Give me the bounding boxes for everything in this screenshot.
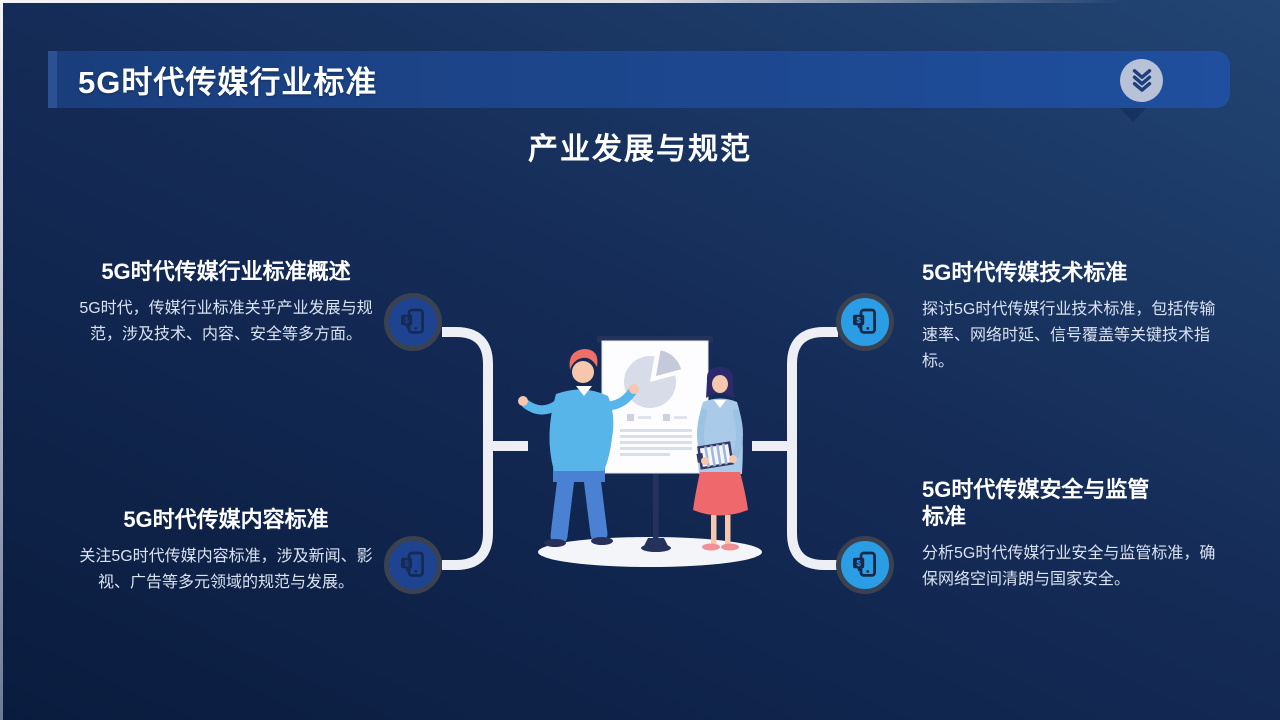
block-body: 探讨5G时代传媒行业技术标准，包括传输速率、网络时延、信号覆盖等关键技术指标。 (922, 301, 1216, 370)
mobile-dollar-icon: $ (849, 306, 881, 338)
block-body: 分析5G时代传媒行业安全与监管标准，确保网络空间清朗与国家安全。 (922, 545, 1216, 588)
chevrons-down-icon (1127, 66, 1157, 96)
mobile-dollar-icon: $ (397, 306, 429, 338)
block-title: 5G时代传媒技术标准 (922, 260, 1128, 285)
board-stand (641, 470, 671, 552)
info-card-overview: 5G时代传媒行业标准概述 5G时代，传媒行业标准关乎产业发展与规范，涉及技术、内… (56, 258, 396, 348)
svg-text:$: $ (404, 316, 409, 325)
left-bracket-line (442, 327, 493, 570)
block-title: 5G时代传媒安全与监管标准 (922, 477, 1150, 529)
page-subtitle: 产业发展与规范 (528, 133, 752, 166)
board-legend (627, 414, 687, 421)
info-card-security: 5G时代传媒安全与监管标准 分析5G时代传媒行业安全与监管标准，确保网络空间清朗… (922, 476, 1224, 593)
left-edge-highlight (0, 0, 3, 720)
icon-circle-tech: $ (836, 293, 894, 351)
collapse-button[interactable] (1120, 59, 1163, 102)
page-title: 5G时代传媒行业标准 (78, 65, 378, 100)
svg-text:$: $ (856, 559, 861, 568)
svg-text:$: $ (404, 559, 409, 568)
man-presenter (518, 349, 639, 547)
info-card-tech: 5G时代传媒技术标准 探讨5G时代传媒行业技术标准，包括传输速率、网络时延、信号… (922, 259, 1224, 375)
board-text-lines (620, 429, 692, 456)
icon-circle-content: $ (384, 536, 442, 594)
block-body: 关注5G时代传媒内容标准，涉及新闻、影视、广告等多元领域的规范与发展。 (79, 548, 373, 591)
mobile-dollar-icon: $ (849, 549, 881, 581)
mobile-dollar-icon: $ (397, 549, 429, 581)
icon-circle-security: $ (836, 536, 894, 594)
block-title: 5G时代传媒内容标准 (123, 507, 329, 532)
pie-chart (624, 350, 682, 408)
block-body: 5G时代，传媒行业标准关乎产业发展与规范，涉及技术、内容、安全等多方面。 (79, 300, 373, 343)
icon-circle-overview: $ (384, 293, 442, 351)
header-notch (1119, 107, 1147, 122)
block-title: 5G时代传媒行业标准概述 (101, 259, 351, 284)
clipboard (696, 441, 734, 470)
top-edge-highlight (0, 0, 1280, 3)
header-bar: 5G时代传媒行业标准 (48, 51, 1230, 108)
woman-presenter (693, 367, 748, 551)
presenters-illustration (518, 336, 762, 567)
svg-text:$: $ (856, 316, 861, 325)
info-card-content: 5G时代传媒内容标准 关注5G时代传媒内容标准，涉及新闻、影视、广告等多元领域的… (56, 506, 396, 596)
